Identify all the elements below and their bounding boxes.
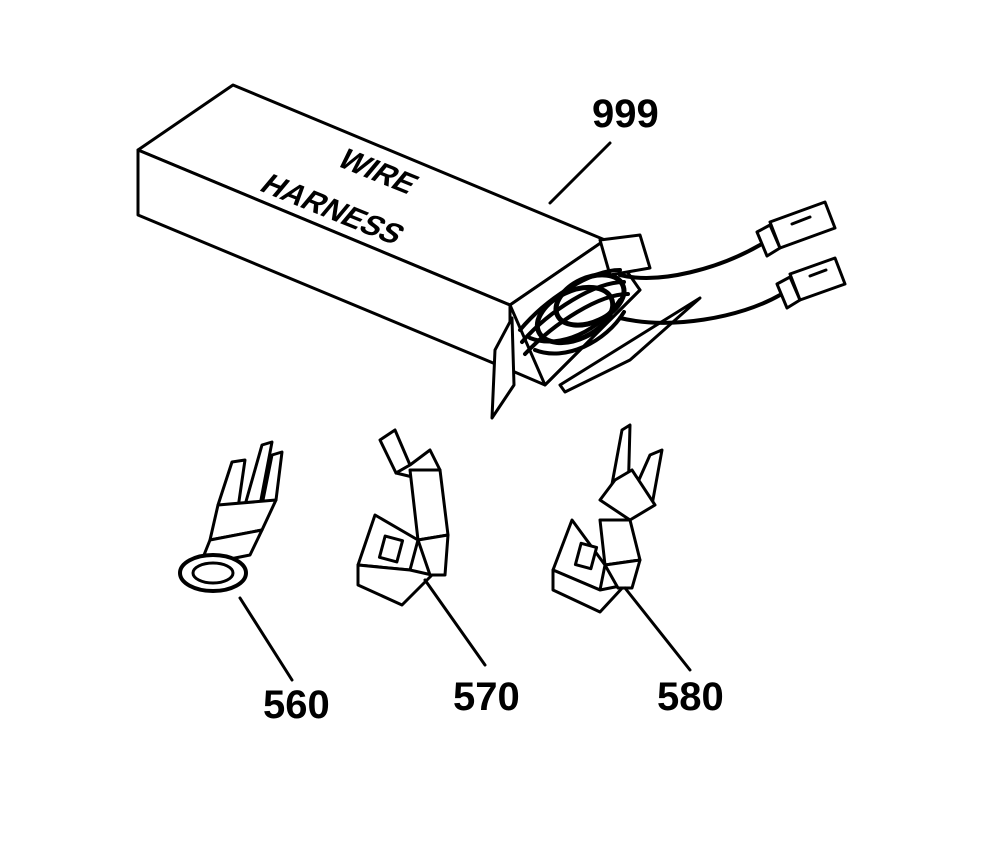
lead-wires: [618, 200, 847, 325]
ring-terminal: [178, 440, 284, 593]
part-label-580: 580: [657, 675, 724, 719]
leader-line-580: [623, 586, 692, 672]
part-label-560: 560: [263, 683, 330, 727]
flag-terminal: [356, 428, 450, 607]
coiled-wire: [518, 268, 630, 356]
leader-line-560: [238, 596, 294, 682]
wire-connector-upper: [755, 200, 837, 258]
part-label-999: 999: [592, 92, 659, 136]
leader-line-999: [548, 141, 612, 205]
wire-harness-box: WIRE HARNESS: [136, 83, 847, 420]
quick-connect-terminal: [551, 423, 664, 614]
part-label-570: 570: [453, 675, 520, 719]
wire-connector-lower: [775, 256, 847, 310]
leader-line-570: [423, 578, 487, 667]
